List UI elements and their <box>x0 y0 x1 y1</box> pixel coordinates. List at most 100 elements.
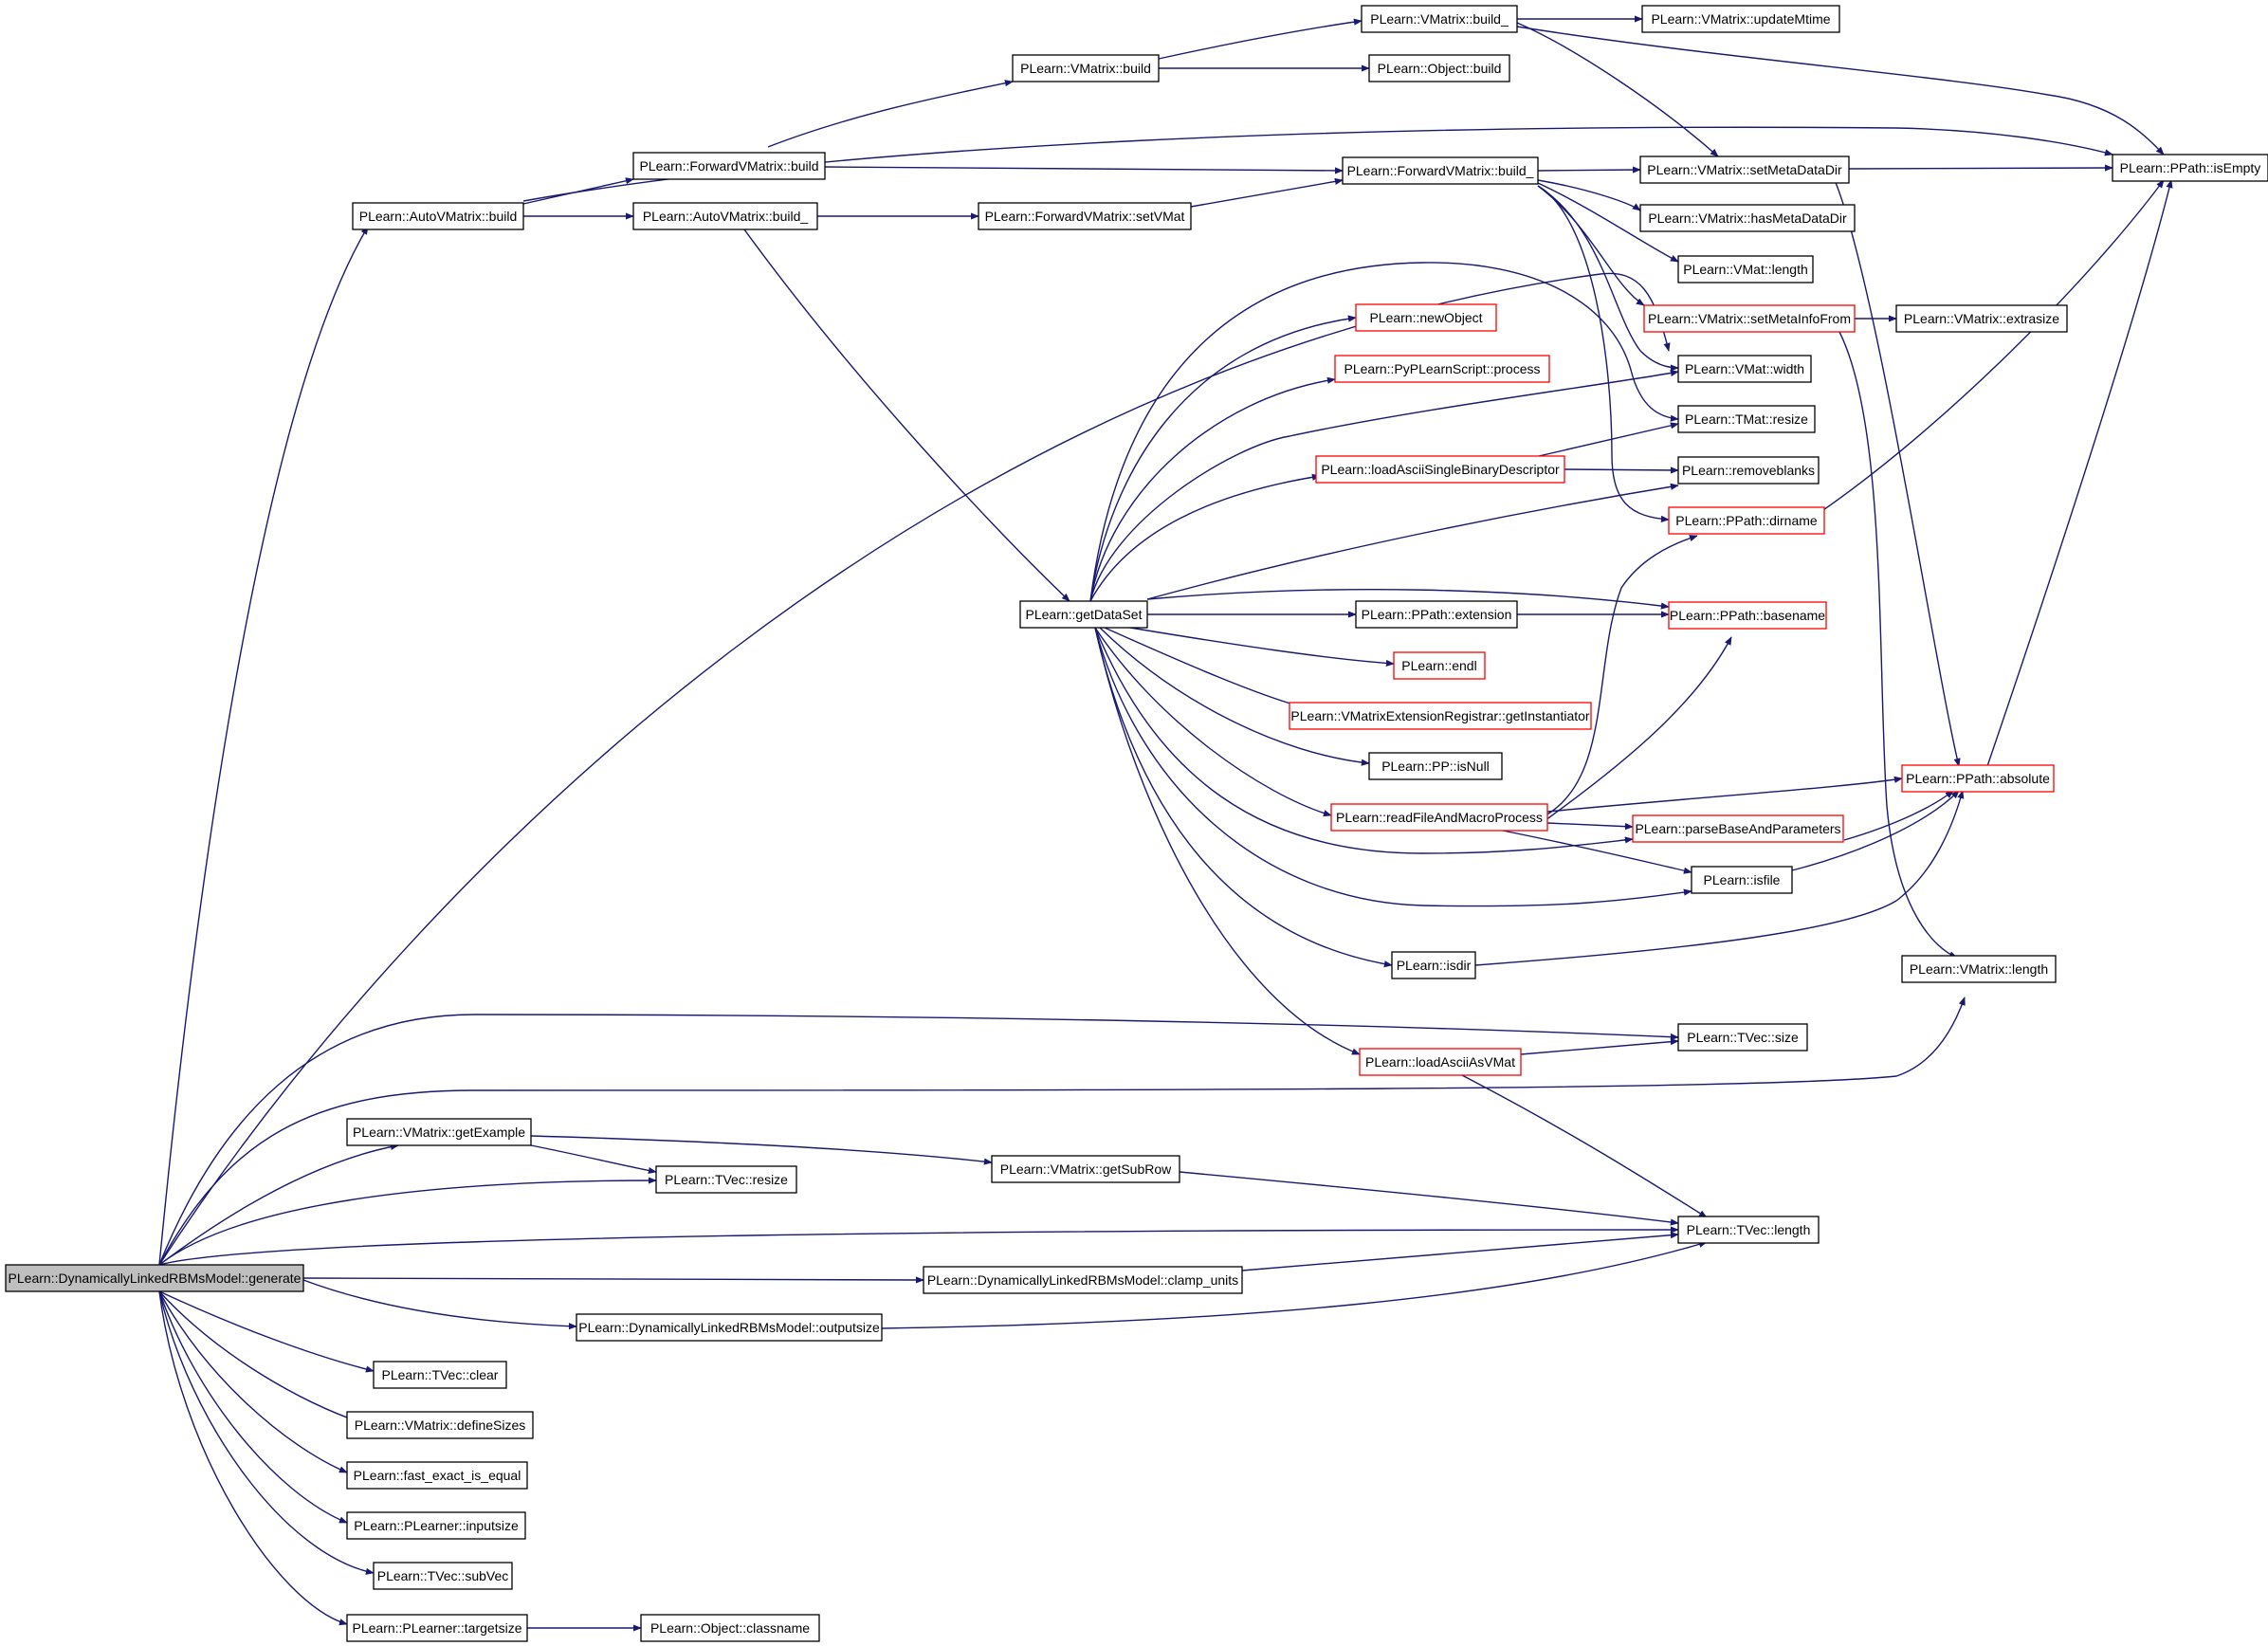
node-loadAsciiSBD[interactable]: PLearn::loadAsciiSingleBinaryDescriptor <box>1315 455 1565 484</box>
node-box <box>1691 866 1793 894</box>
node-label: PLearn::VMatrix::setMetaDataDir <box>1647 162 1842 177</box>
node-fwd-build[interactable]: PLearn::ForwardVMatrix::build <box>632 152 826 180</box>
node-label: PLearn::endl <box>1401 658 1476 673</box>
node-fwd-build-[interactable]: PLearn::ForwardVMatrix::build_ <box>1342 156 1539 185</box>
node-autovm-build[interactable]: PLearn::AutoVMatrix::build <box>352 202 524 230</box>
node-box <box>1289 702 1592 730</box>
node-pp-isNull[interactable]: PLearn::PP::isNull <box>1368 752 1503 780</box>
edge-outputsize-tvec-length <box>881 1240 1708 1329</box>
edge-getDataSet-loadAsciiSBD <box>1089 473 1321 602</box>
node-tmat-resize[interactable]: PLearn::TMat::resize <box>1677 405 1816 433</box>
node-pp-isEmpty[interactable]: PLearn::PPath::isEmpty <box>2112 154 2268 182</box>
node-box <box>352 202 524 230</box>
node-label: PLearn::TVec::length <box>1687 1222 1811 1237</box>
node-box <box>1641 5 1840 33</box>
edge-generate-getExample <box>158 1143 399 1266</box>
node-label: PLearn::VMatrix::getExample <box>353 1125 525 1140</box>
edge-isdir-absolute <box>1474 790 1965 966</box>
node-label: PLearn::ForwardVMatrix::build_ <box>1347 163 1534 178</box>
node-label: PLearn::loadAsciiSingleBinaryDescriptor <box>1321 462 1560 477</box>
edge-getDataSet-loadAsciiAsVMat <box>1094 627 1361 1055</box>
node-fast-exact-eq[interactable]: PLearn::fast_exact_is_equal <box>346 1461 528 1490</box>
edge-vm-build-vm-build_ <box>1158 18 1363 60</box>
node-box <box>1393 651 1486 680</box>
node-vm-hasMetaDataDir[interactable]: PLearn::VMatrix::hasMetaDataDir <box>1639 204 1856 232</box>
node-generate[interactable]: PLearn::DynamicallyLinkedRBMsModel::gene… <box>5 1264 304 1292</box>
node-endl[interactable]: PLearn::endl <box>1393 651 1486 680</box>
node-tvec-length[interactable]: PLearn::TVec::length <box>1677 1216 1820 1244</box>
node-fwd-setVMat[interactable]: PLearn::ForwardVMatrix::setVMat <box>978 202 1192 230</box>
node-autovm-build-[interactable]: PLearn::AutoVMatrix::build_ <box>632 202 818 230</box>
node-tvec-resize[interactable]: PLearn::TVec::resize <box>655 1165 797 1194</box>
node-label: PLearn::DynamicallyLinkedRBMsModel::gene… <box>9 1271 302 1286</box>
node-box <box>1643 304 1856 333</box>
node-isdir[interactable]: PLearn::isdir <box>1391 951 1476 979</box>
edge-generate-tvec-size <box>158 1014 1679 1266</box>
edge-fwd-build_-vmat-width <box>1537 185 1679 372</box>
edge-setMetaInfoFrom-vm-length <box>1838 331 1958 959</box>
node-tvec-size[interactable]: PLearn::TVec::size <box>1677 1023 1808 1052</box>
node-label: PLearn::ForwardVMatrix::setVMat <box>985 209 1185 224</box>
edge-generate-defineSizes <box>158 1290 361 1423</box>
node-obj-classname[interactable]: PLearn::Object::classname <box>640 1614 820 1642</box>
edge-readFile-dirname <box>1545 535 1698 816</box>
node-vm-getExample[interactable]: PLearn::VMatrix::getExample <box>346 1118 532 1146</box>
node-label: PLearn::VMatrix::getSubRow <box>1000 1161 1172 1177</box>
node-tvec-clear[interactable]: PLearn::TVec::clear <box>373 1361 507 1389</box>
node-vmat-width[interactable]: PLearn::VMat::width <box>1677 355 1812 383</box>
edge-loadAsciiAsVMat-tvec-size <box>1520 1038 1679 1055</box>
node-label: PLearn::PPath::absolute <box>1906 771 2050 786</box>
node-tvec-subVec[interactable]: PLearn::TVec::subVec <box>373 1562 513 1590</box>
node-isfile[interactable]: PLearn::isfile <box>1691 866 1793 894</box>
node-label: PLearn::TVec::subVec <box>377 1568 509 1583</box>
node-box <box>346 1461 528 1490</box>
edge-generate-tvec-length <box>158 1226 1679 1266</box>
node-pl-inputsize[interactable]: PLearn::PLearner::inputsize <box>346 1511 526 1540</box>
node-parseBase[interactable]: PLearn::parseBaseAndParameters <box>1632 814 1844 843</box>
node-dl-outputsize[interactable]: PLearn::DynamicallyLinkedRBMsModel::outp… <box>576 1313 883 1342</box>
node-vm-getSubRow[interactable]: PLearn::VMatrix::getSubRow <box>991 1155 1180 1183</box>
node-pp-basename[interactable]: PLearn::PPath::basename <box>1668 601 1827 630</box>
node-pp-extension[interactable]: PLearn::PPath::extension <box>1355 600 1518 629</box>
node-pp-dirname[interactable]: PLearn::PPath::dirname <box>1668 506 1825 535</box>
node-label: PLearn::ForwardVMatrix::build <box>639 158 818 174</box>
edge-readFile-basename <box>1545 636 1732 821</box>
node-vm-defineSizes[interactable]: PLearn::VMatrix::defineSizes <box>346 1411 534 1439</box>
node-vmat-length[interactable]: PLearn::VMat::length <box>1677 255 1814 283</box>
node-newObject[interactable]: PLearn::newObject <box>1355 303 1497 332</box>
node-label: PLearn::AutoVMatrix::build_ <box>643 209 809 224</box>
node-pl-targetsize[interactable]: PLearn::PLearner::targetsize <box>346 1614 528 1642</box>
node-getDataSet[interactable]: PLearn::getDataSet <box>1019 600 1148 629</box>
node-box <box>1342 156 1539 185</box>
node-vm-build[interactable]: PLearn::VMatrix::build <box>1012 54 1160 82</box>
node-vmext-getInst[interactable]: PLearn::VMatrixExtensionRegistrar::getIn… <box>1289 702 1592 730</box>
node-removeblanks[interactable]: PLearn::removeblanks <box>1677 456 1820 485</box>
node-dl-clamp-units[interactable]: PLearn::DynamicallyLinkedRBMsModel::clam… <box>923 1266 1243 1294</box>
edge-absolute-isEmpty <box>1986 179 2173 767</box>
node-vm-setMetaInfoFrom[interactable]: PLearn::VMatrix::setMetaInfoFrom <box>1643 304 1856 333</box>
node-pp-absolute[interactable]: PLearn::PPath::absolute <box>1901 764 2055 793</box>
edge-generate-vm-length <box>158 997 1966 1266</box>
node-readFileMacro[interactable]: PLearn::readFileAndMacroProcess <box>1330 803 1548 832</box>
node-box <box>346 1511 526 1540</box>
edge-loadAsciiSBD-removeblanks <box>1564 466 1679 474</box>
edge-loadAsciiAsVMat-tvec-length <box>1459 1073 1708 1218</box>
node-label: PLearn::VMatrix::defineSizes <box>355 1417 526 1433</box>
node-box <box>5 1264 304 1292</box>
edge-getDataSet-readFileMacro <box>1094 627 1332 817</box>
node-vm-extrasize[interactable]: PLearn::VMatrix::extrasize <box>1895 304 2068 333</box>
node-box <box>632 152 826 180</box>
node-vm-updateMtime[interactable]: PLearn::VMatrix::updateMtime <box>1641 5 1840 33</box>
node-box <box>1359 1048 1522 1076</box>
node-box <box>1355 303 1497 332</box>
node-obj-build[interactable]: PLearn::Object::build <box>1368 54 1510 82</box>
node-loadAsciiAsVMat[interactable]: PLearn::loadAsciiAsVMat <box>1359 1048 1522 1076</box>
edge-generate-fast-exact <box>158 1290 348 1473</box>
edge-setMetaDataDir-isEmpty <box>1848 164 2113 172</box>
node-vm-setMetaDataDir[interactable]: PLearn::VMatrix::setMetaDataDir <box>1639 155 1850 184</box>
edge-getSubRow-tvec-length <box>1179 1171 1679 1226</box>
node-vm-length[interactable]: PLearn::VMatrix::length <box>1901 955 2057 983</box>
node-vm-build-[interactable]: PLearn::VMatrix::build_ <box>1361 5 1518 33</box>
node-pypl-process[interactable]: PLearn::PyPLearnScript::process <box>1334 355 1550 383</box>
